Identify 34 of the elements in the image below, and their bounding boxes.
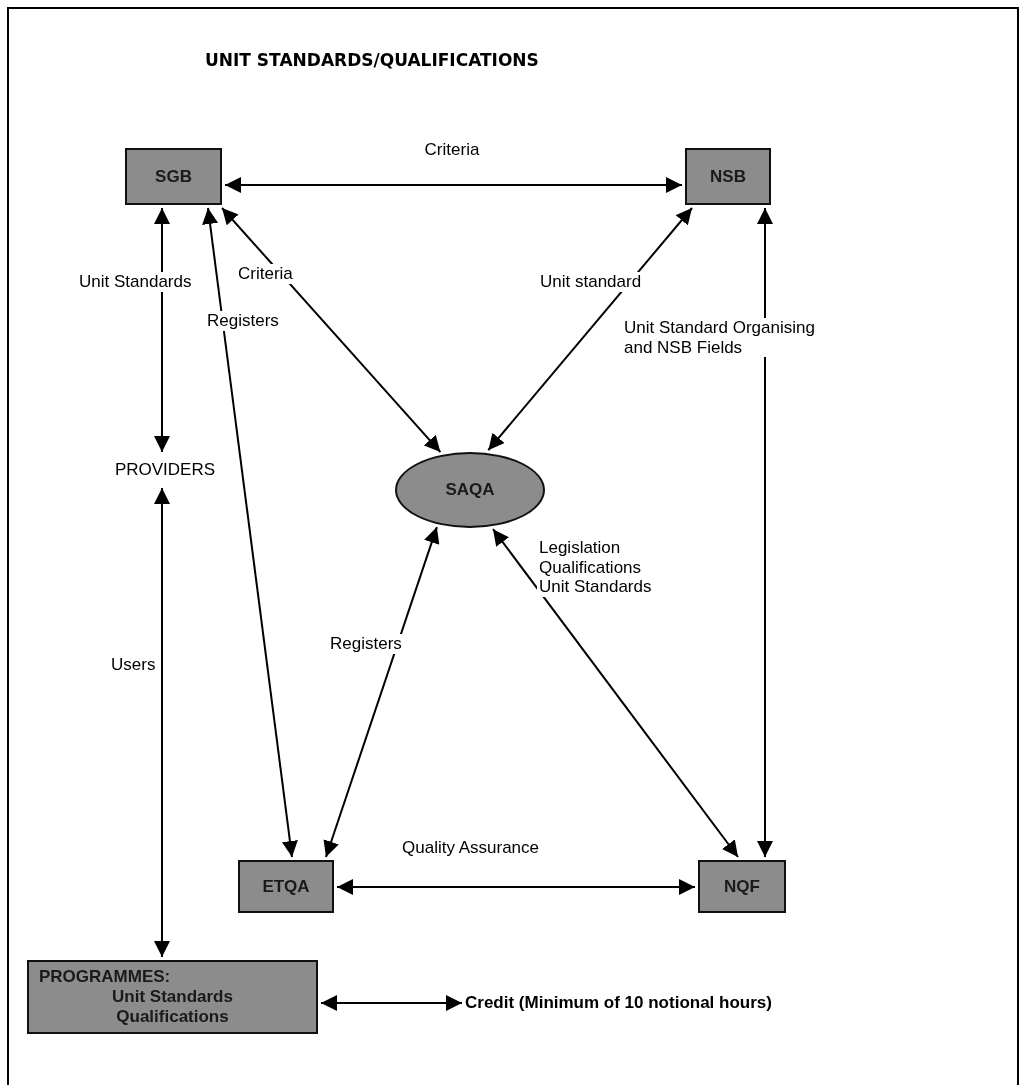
edge-label: Criteria bbox=[423, 140, 481, 160]
node-label: NSB bbox=[710, 166, 746, 187]
double-arrow bbox=[202, 207, 298, 858]
credit-text: Credit (Minimum of 10 notional hours) bbox=[465, 993, 772, 1013]
edge-label: Criteria bbox=[236, 264, 295, 284]
node-label: Qualifications bbox=[116, 1007, 229, 1027]
providers-text: PROVIDERS bbox=[114, 460, 216, 480]
double-arrow bbox=[154, 207, 170, 453]
edge-label: Quality Assurance bbox=[400, 838, 541, 858]
diagram-title: UNIT STANDARDS/QUALIFICATIONS bbox=[205, 50, 539, 70]
edge-label: Registers bbox=[328, 634, 404, 654]
double-arrow bbox=[224, 177, 683, 193]
double-arrow bbox=[487, 207, 693, 452]
node-label: Unit Standards bbox=[112, 987, 233, 1007]
acronym-box bbox=[238, 860, 334, 913]
node-label: SGB bbox=[155, 166, 192, 187]
double-arrow bbox=[221, 207, 442, 454]
acronym-box bbox=[685, 148, 771, 205]
acronym-box bbox=[125, 148, 222, 205]
acronym-box bbox=[698, 860, 786, 913]
node-label: NQF bbox=[724, 876, 760, 897]
node-label: SAQA bbox=[445, 480, 495, 500]
node-label: PROGRAMMES: bbox=[38, 967, 171, 987]
double-arrow bbox=[336, 879, 696, 895]
edge-label: Registers bbox=[205, 311, 281, 331]
node-label: ETQA bbox=[262, 876, 310, 897]
edge-label: Unit Standards bbox=[77, 272, 194, 292]
double-arrow bbox=[757, 207, 773, 858]
double-arrow bbox=[323, 526, 440, 858]
double-arrow bbox=[492, 528, 739, 858]
double-arrow bbox=[154, 487, 170, 958]
programmes-box bbox=[27, 960, 318, 1034]
double-arrow bbox=[320, 995, 463, 1011]
edge-label: Unit standard bbox=[538, 272, 644, 292]
